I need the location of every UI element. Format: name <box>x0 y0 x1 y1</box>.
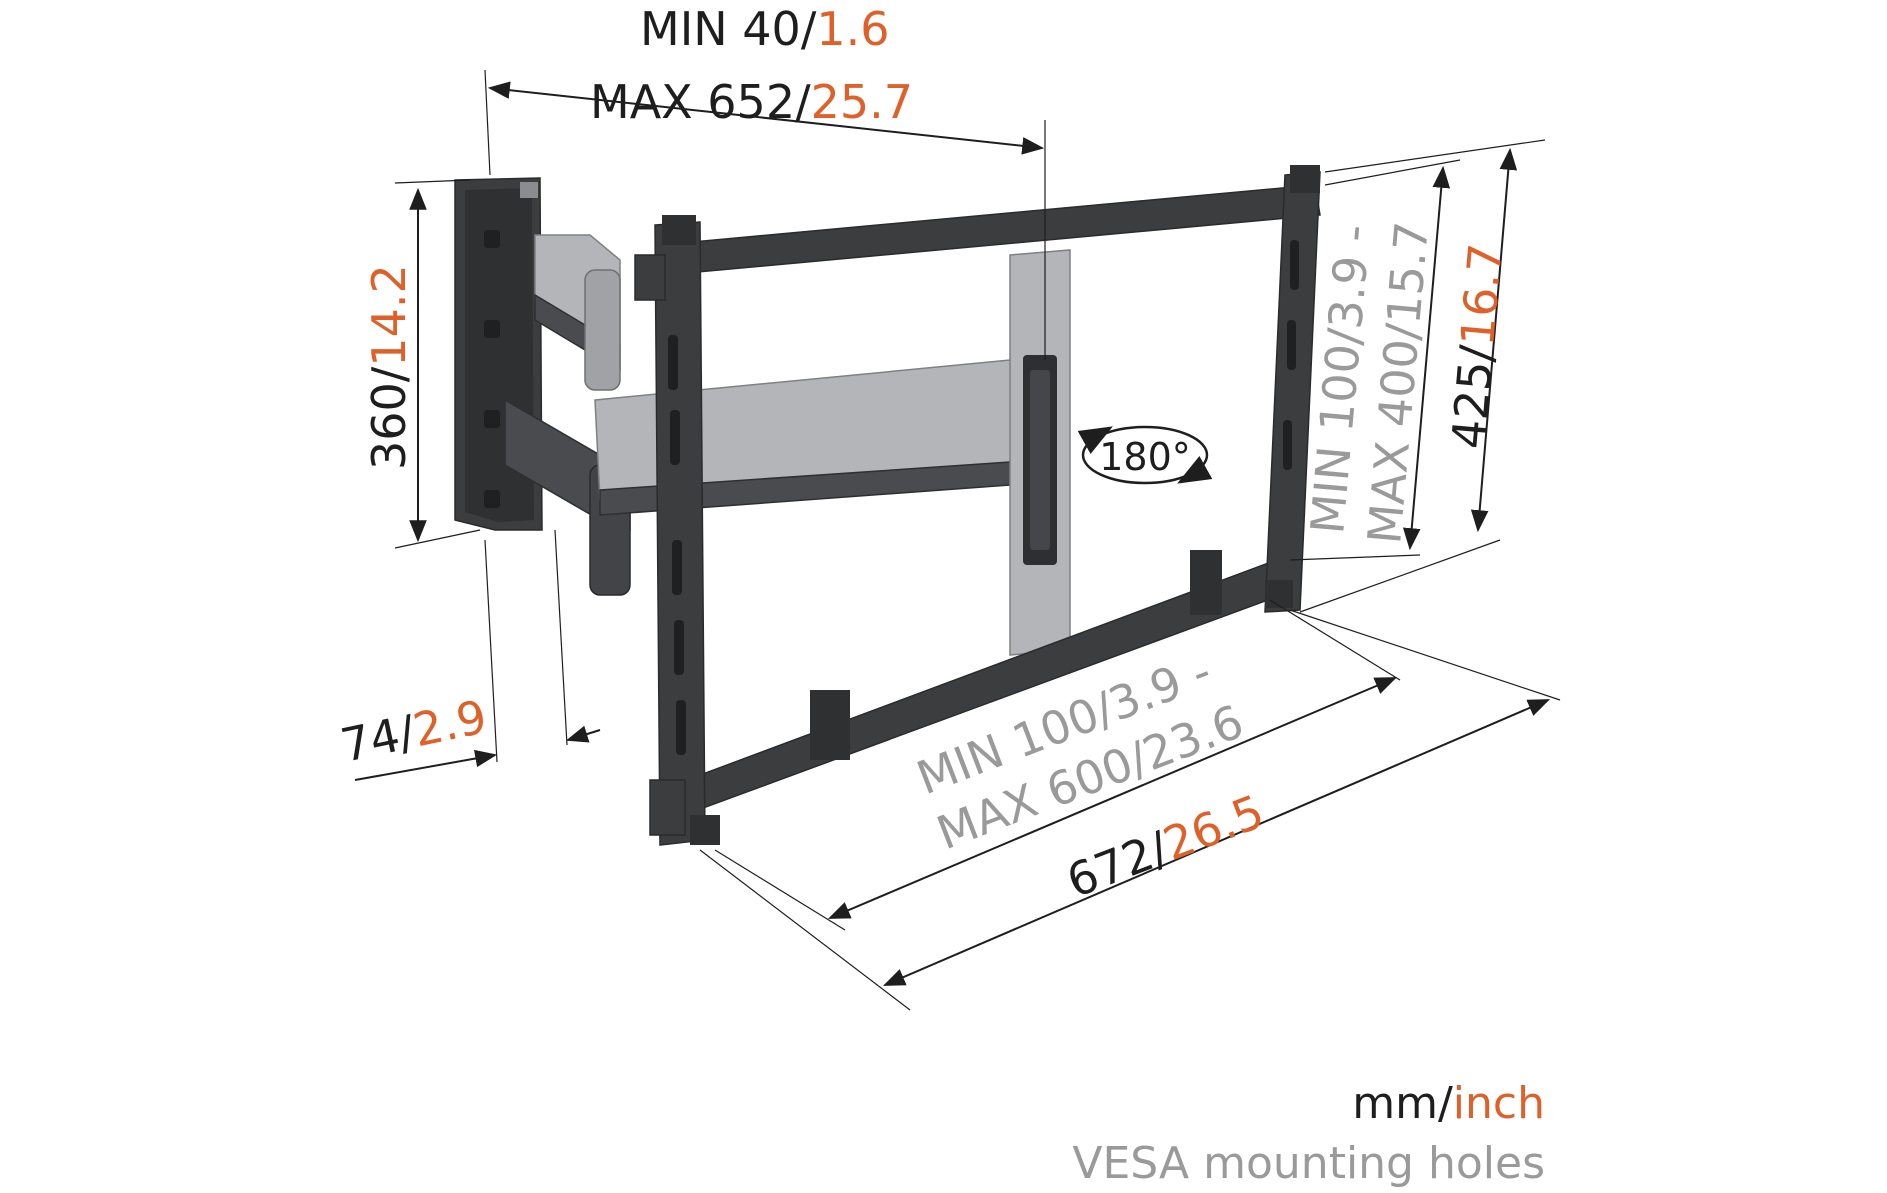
depth-max-label: MAX 652/25.7 <box>590 75 913 129</box>
vesa-legend: VESA mounting holes <box>1072 1138 1545 1188</box>
rotation-badge: 180° <box>1077 425 1213 485</box>
rotation-label: 180° <box>1099 435 1191 479</box>
wall-plate-height-label: 360/14.2 <box>362 264 416 470</box>
units-legend: mm/inch <box>1352 1078 1545 1129</box>
frame-height-label: 425/16.7 <box>1441 241 1513 451</box>
rotate-right-arrow-icon <box>1177 455 1213 484</box>
legend: mm/inch VESA mounting holes <box>1072 1078 1545 1189</box>
depth-dimension: MIN 40/1.6 MAX 652/25.7 <box>484 2 1046 360</box>
center-column <box>1009 249 1071 656</box>
rotate-left-arrow-icon <box>1077 426 1113 455</box>
wall-plate-width-dimension: 74/2.9 <box>336 529 601 781</box>
wall-plate-width-label: 74/2.9 <box>336 689 491 772</box>
frame-height-dimension: 425/16.7 <box>1299 139 1546 613</box>
upper-arm <box>534 234 621 391</box>
depth-min-label: MIN 40/1.6 <box>640 2 889 56</box>
wall-plate-height-dimension: 360/14.2 <box>362 179 481 549</box>
